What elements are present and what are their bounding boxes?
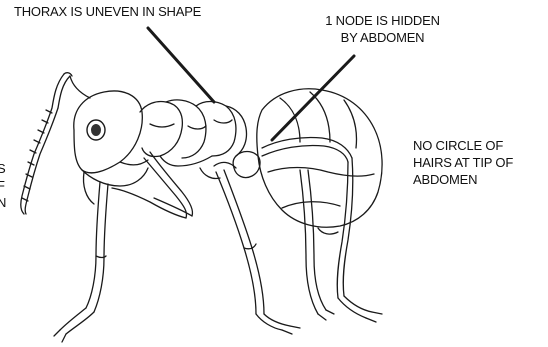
node-annotation: 1 NODE IS HIDDEN BY ABDOMEN: [300, 12, 465, 46]
head: [74, 91, 148, 204]
left-cut-line-3: N: [0, 194, 6, 211]
left-cut-line-1: S: [0, 160, 6, 177]
abdomen: [257, 89, 382, 234]
abdomen-hairs-line-1: NO CIRCLE OF: [413, 137, 513, 154]
node-annotation-line-1: 1 NODE IS HIDDEN: [300, 12, 465, 29]
thorax-pointer-line: [148, 28, 214, 102]
abdomen-hairs-annotation: NO CIRCLE OF HAIRS AT TIP OF ABDOMEN: [413, 137, 513, 188]
petiole-node: [200, 152, 260, 179]
legs: [54, 137, 382, 342]
node-pointer-line: [272, 56, 354, 140]
left-cut-annotation: S F N: [0, 160, 6, 211]
left-cut-line-2: F: [0, 177, 6, 194]
thorax: [140, 100, 247, 166]
abdomen-hairs-line-3: ABDOMEN: [413, 171, 513, 188]
thorax-annotation: THORAX IS UNEVEN IN SHAPE: [14, 3, 201, 20]
abdomen-hairs-line-2: HAIRS AT TIP OF: [413, 154, 513, 171]
thorax-annotation-line: THORAX IS UNEVEN IN SHAPE: [14, 3, 201, 20]
node-annotation-line-2: BY ABDOMEN: [300, 29, 465, 46]
antenna: [21, 73, 90, 214]
